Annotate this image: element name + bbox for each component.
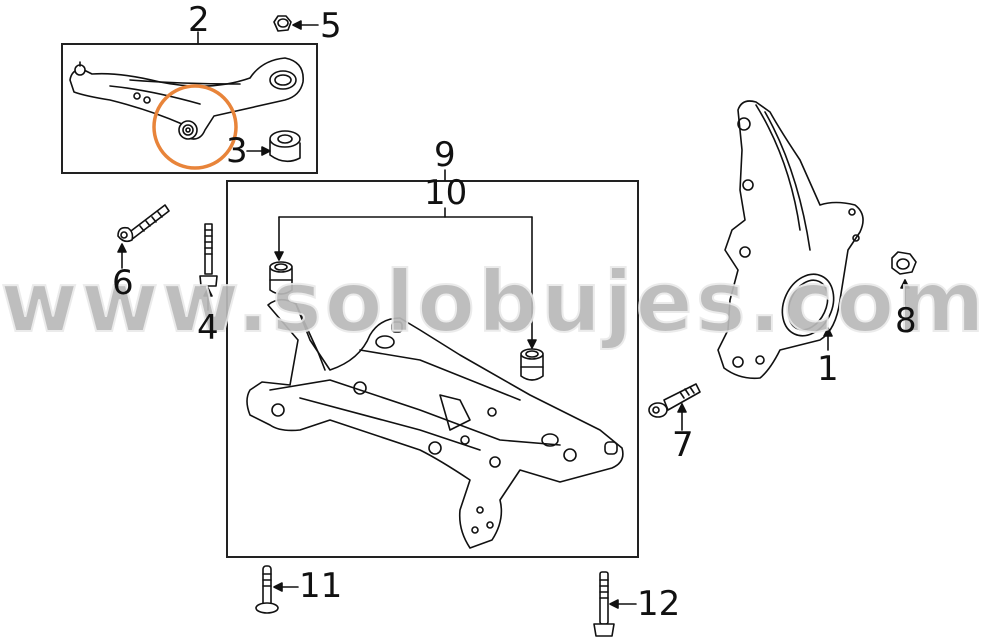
callout-10: 10 xyxy=(424,173,468,213)
steering-knuckle-drawing xyxy=(717,100,864,380)
control-arm-group-box xyxy=(61,43,318,174)
control-arm-bushing-drawing xyxy=(246,130,301,163)
subframe-drawing xyxy=(246,298,624,549)
bolt-7-drawing xyxy=(648,383,701,431)
callout-2: 2 xyxy=(188,0,210,40)
bolt-12-drawing xyxy=(593,571,637,637)
subframe-bushing-left-drawing xyxy=(269,261,293,295)
watermark-text: www.solobujes.com xyxy=(0,253,988,351)
bolt-6-drawing xyxy=(117,204,170,269)
callout-6: 6 xyxy=(112,263,134,303)
bolt-4-drawing xyxy=(199,223,218,311)
nut-8-drawing xyxy=(891,251,917,305)
bolt-11-drawing xyxy=(255,565,299,614)
callout-8: 8 xyxy=(895,301,917,341)
nut-5-drawing xyxy=(273,15,319,32)
subframe-bushing-right-drawing xyxy=(520,348,544,381)
lower-control-arm-drawing xyxy=(69,57,304,140)
highlight-circle xyxy=(152,84,238,170)
callout-5: 5 xyxy=(320,6,342,46)
callout-11: 11 xyxy=(299,566,343,606)
callout-3: 3 xyxy=(226,131,248,171)
subframe-group-box xyxy=(226,180,639,558)
callout-1: 1 xyxy=(817,349,839,389)
callout-7: 7 xyxy=(672,425,694,465)
callout-12: 12 xyxy=(637,584,681,624)
callout-9: 9 xyxy=(434,135,456,175)
callout-4: 4 xyxy=(197,308,219,348)
